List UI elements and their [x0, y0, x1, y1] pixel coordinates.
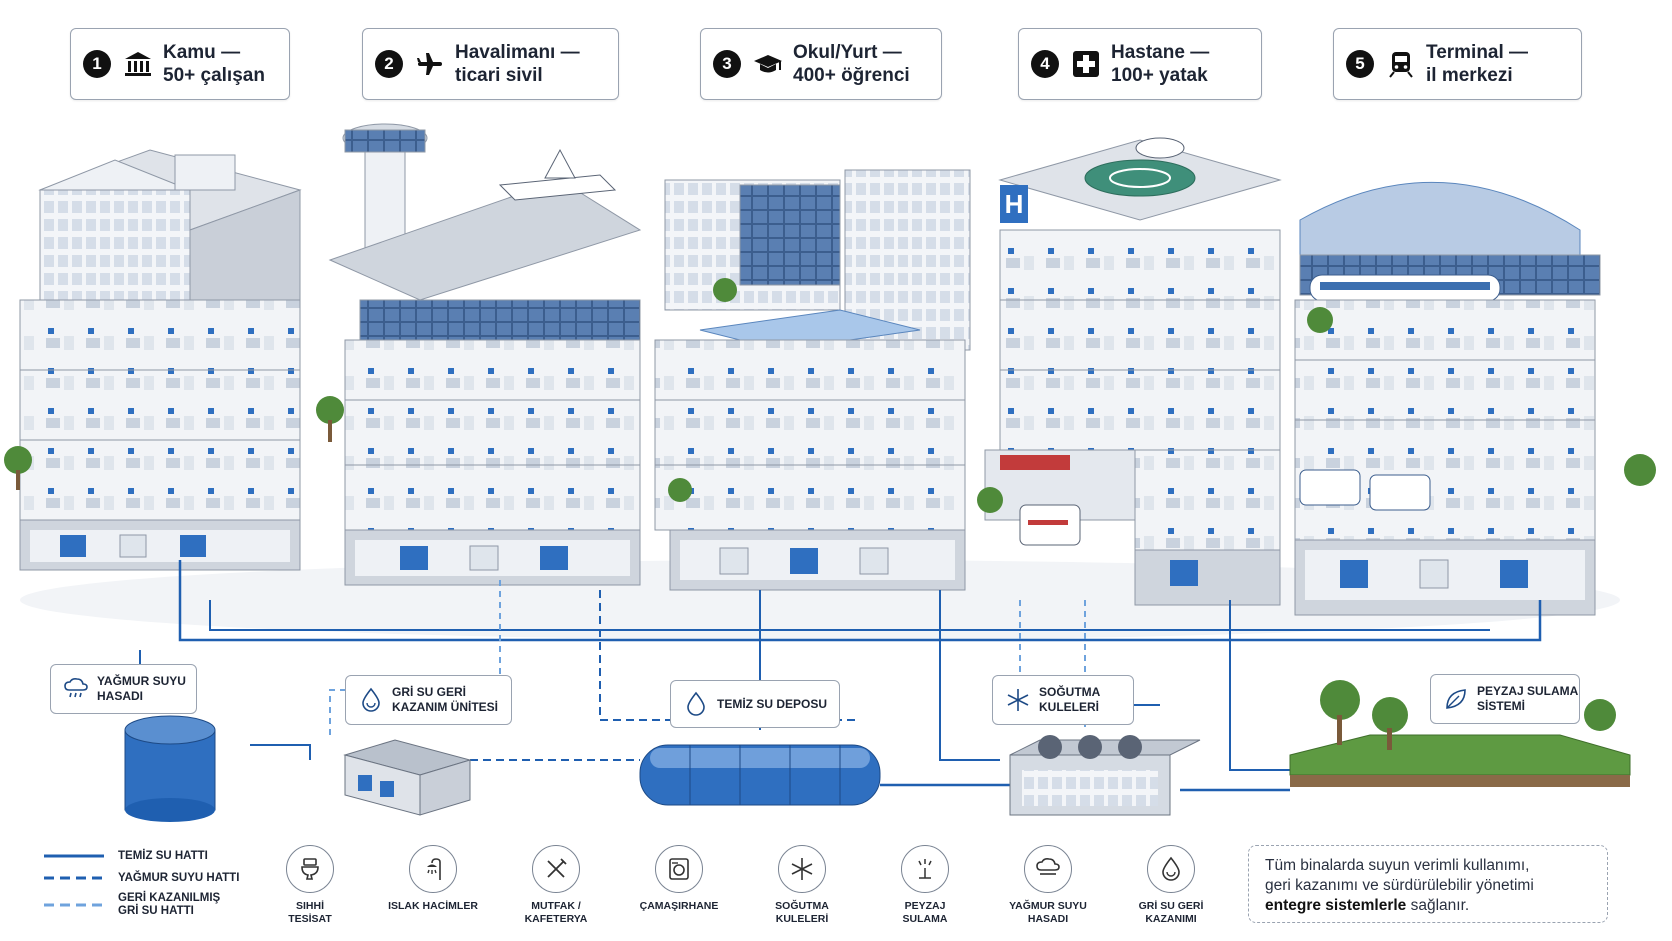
legend-item-rain: YAĞMUR SUYU HATTI [44, 872, 240, 884]
recycle-drop-icon [356, 685, 386, 715]
callout-title: Hastane — [1111, 42, 1210, 63]
graduation-cap-icon [751, 47, 785, 81]
callout-government: 1 Kamu —50+ çalışan [70, 28, 290, 100]
legend: TEMİZ SU HATTI YAĞMUR SUYU HATTI GERİ KA… [44, 845, 274, 921]
trees [4, 278, 1656, 513]
callout-number: 3 [713, 50, 741, 78]
callout-number: 4 [1031, 50, 1059, 78]
train-icon [1384, 47, 1418, 81]
building-government [19, 149, 302, 571]
medical-cross-icon [1069, 47, 1103, 81]
use-kitchen: MUTFAK /KAFETERYA [501, 845, 611, 926]
callout-subtitle: 50+ çalışan [163, 65, 265, 86]
building-terminal [1294, 181, 1601, 616]
use-laundry: ÇAMAŞIRHANE [624, 845, 734, 913]
sprinkler-icon [901, 845, 949, 893]
callout-title: Kamu — [163, 42, 241, 63]
callout-number: 2 [375, 50, 403, 78]
clean-water-tank [639, 744, 881, 806]
callout-title: Havalimanı — [455, 42, 580, 63]
legend-item-clean: TEMİZ SU HATTI [44, 850, 208, 862]
callout-title: Terminal — [1426, 42, 1529, 63]
callout-hospital: 4 Hastane —100+ yatak [1018, 28, 1262, 100]
callout-number: 1 [83, 50, 111, 78]
snowflake-icon [778, 845, 826, 893]
use-wet-areas: ISLAK HACİMLER [378, 845, 488, 913]
callout-subtitle: 400+ öğrenci [793, 65, 910, 86]
recycle-drop-icon [1147, 845, 1195, 893]
rain-water-tank [124, 715, 216, 822]
callout-subtitle: ticari sivil [455, 65, 543, 86]
water-drop-icon [681, 689, 711, 719]
snowflake-icon [1003, 685, 1033, 715]
toilet-icon [286, 845, 334, 893]
rain-cloud-icon [1024, 845, 1072, 893]
callout-subtitle: il merkezi [1426, 65, 1513, 86]
summary-note: Tüm binalarda suyun verimli kullanımı, g… [1248, 845, 1608, 923]
government-building-icon [121, 47, 155, 81]
cooling-towers-unit [1009, 735, 1201, 816]
hospital-sign: H [1005, 189, 1024, 219]
washing-machine-icon [655, 845, 703, 893]
building-hospital: H [984, 137, 1282, 606]
shower-icon [409, 845, 457, 893]
callout-subtitle: 100+ yatak [1111, 65, 1208, 86]
building-airport [328, 123, 642, 586]
fork-knife-icon [532, 845, 580, 893]
callout-number: 5 [1346, 50, 1374, 78]
callout-terminal: 5 Terminal —il merkezi [1333, 28, 1582, 100]
irrigation-field [1289, 680, 1631, 787]
callout-school: 3 Okul/Yurt —400+ öğrenci [700, 28, 942, 100]
grey-water-unit [343, 739, 472, 816]
note-emphasis: entegre sistemlerle [1265, 897, 1407, 914]
building-school [654, 169, 971, 591]
callout-title: Okul/Yurt — [793, 42, 902, 63]
airplane-icon [413, 47, 447, 81]
callout-airport: 2 Havalimanı —ticari sivil [362, 28, 619, 100]
rain-cloud-icon [61, 674, 91, 704]
label-clean-water-tank: TEMİZ SU DEPOSU [670, 680, 840, 728]
leaf-icon [1441, 684, 1471, 714]
